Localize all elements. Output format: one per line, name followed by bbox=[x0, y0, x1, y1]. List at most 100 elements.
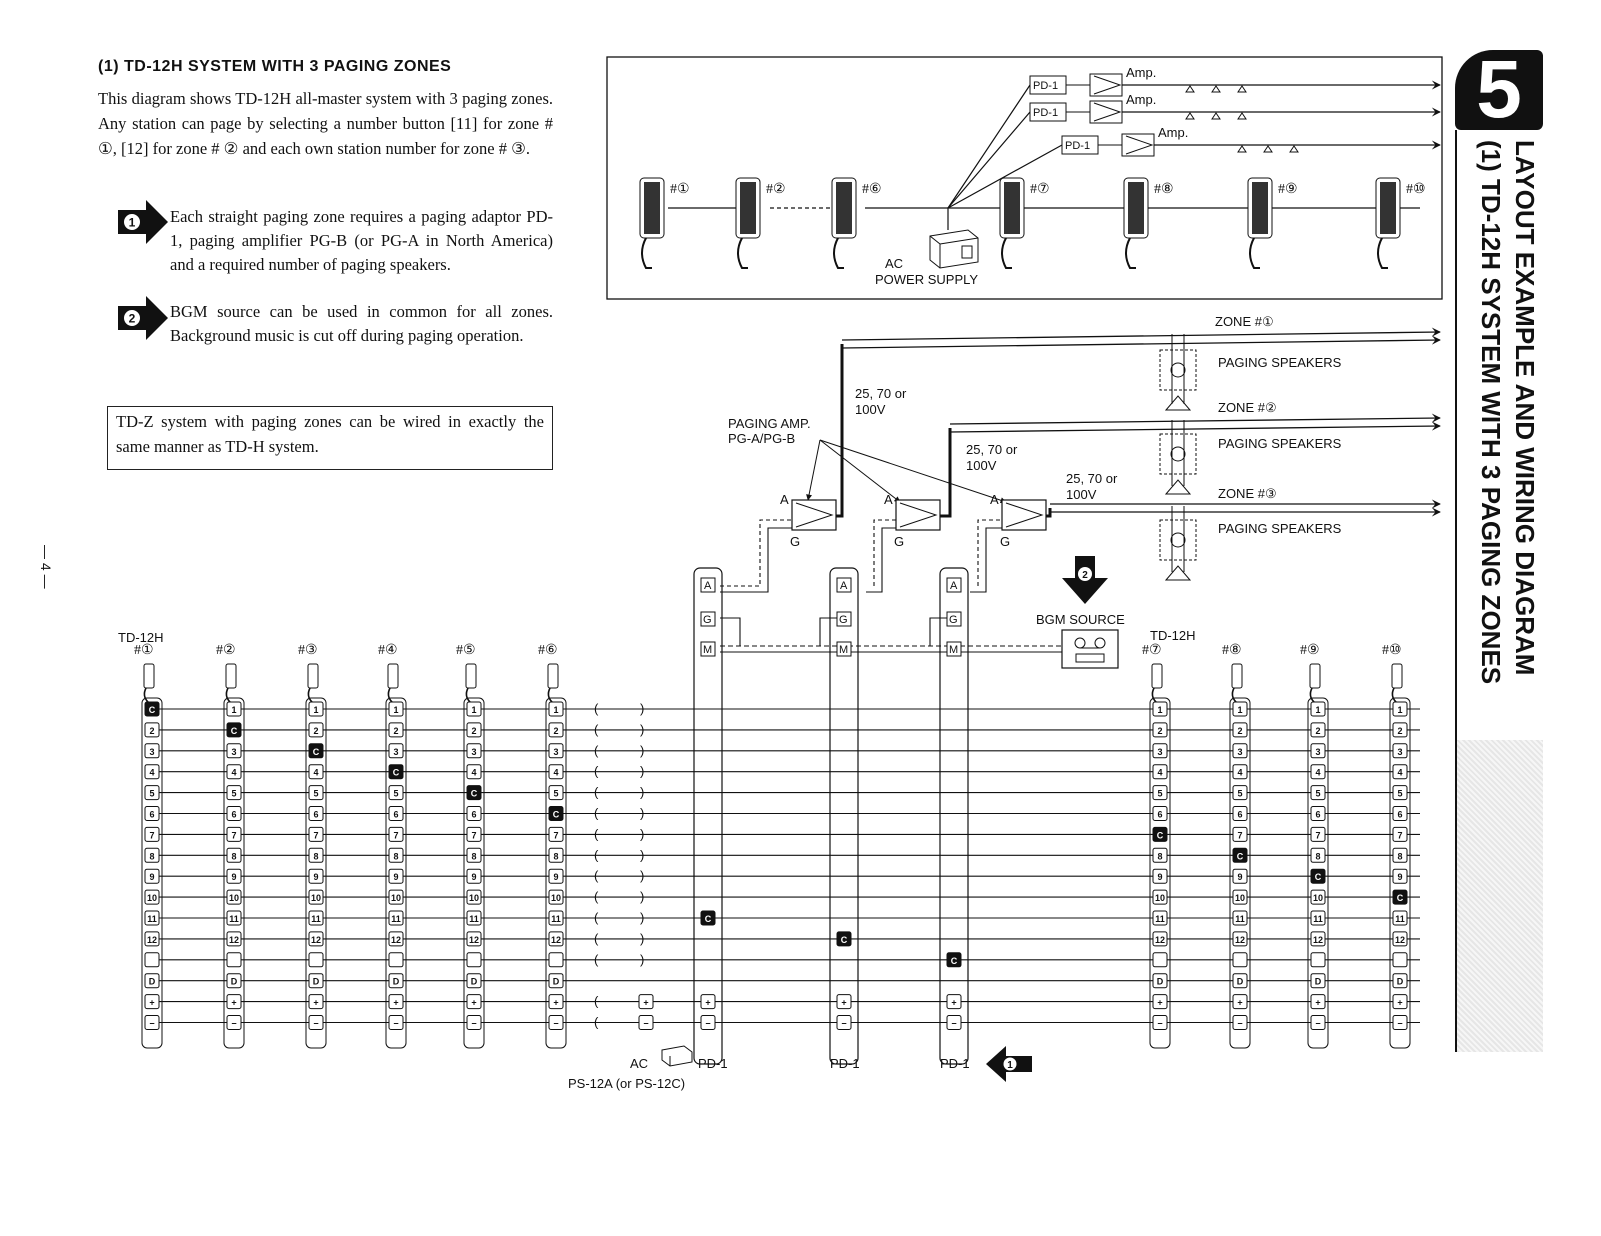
terminal-label: D bbox=[313, 977, 320, 987]
terminal-label: 4 bbox=[313, 768, 318, 778]
handset-cord-icon bbox=[547, 687, 553, 703]
terminal-box bbox=[144, 806, 160, 821]
paging-amp-1: A G bbox=[780, 492, 837, 549]
pd-1-col-1-label: PD-1 bbox=[698, 1056, 728, 1071]
terminal-label: 3 bbox=[553, 747, 558, 757]
overview-station-label-3: #⑥ bbox=[862, 182, 882, 197]
terminal-box bbox=[1232, 952, 1248, 968]
handset-cord-icon bbox=[465, 687, 471, 703]
terminal-box bbox=[1392, 806, 1408, 821]
terminal-label: 2 bbox=[1237, 726, 1242, 736]
terminal-box bbox=[1152, 973, 1168, 989]
terminal-box bbox=[466, 806, 482, 821]
overview-station-label-4: #⑦ bbox=[1030, 182, 1050, 197]
bgm-badge-number: 2 bbox=[1082, 570, 1088, 581]
terminal-box bbox=[226, 973, 242, 989]
terminal-box bbox=[226, 826, 242, 842]
pd-1-col-2-terminal-g: G bbox=[839, 614, 848, 626]
overview-station-label-1: #① bbox=[670, 182, 690, 197]
terminal-box bbox=[388, 764, 404, 780]
handset-cord-icon bbox=[1391, 687, 1397, 703]
terminal-label: 11 bbox=[1235, 914, 1245, 924]
paging-amp-3-terminal-a: A bbox=[990, 492, 999, 507]
paging-amp-2-terminal-g: G bbox=[894, 534, 904, 549]
pd-1-column-1: A G M PD-1 bbox=[693, 567, 728, 1071]
terminal-box bbox=[466, 868, 482, 884]
terminal-label: − bbox=[1315, 1019, 1320, 1029]
wire-bracket: ( bbox=[594, 722, 599, 737]
terminal-label: 3 bbox=[471, 747, 476, 757]
handset-cord-icon bbox=[143, 687, 149, 703]
terminal-label: 12 bbox=[1395, 935, 1405, 945]
terminal-label: 11 bbox=[229, 914, 239, 924]
terminal-box bbox=[226, 847, 242, 863]
terminal-label: 10 bbox=[469, 893, 479, 903]
terminal-label: 7 bbox=[393, 830, 398, 840]
terminal-label: 11 bbox=[311, 914, 321, 924]
wire-bracket: ( bbox=[594, 826, 599, 841]
terminal-label: + bbox=[231, 998, 236, 1008]
terminal-box bbox=[1152, 868, 1168, 884]
ps-model-label: PS-12A (or PS-12C) bbox=[568, 1076, 685, 1091]
terminal-label: − bbox=[393, 1019, 398, 1029]
handset-icon bbox=[1231, 663, 1243, 689]
terminal-label: 9 bbox=[313, 872, 318, 882]
pd-1-power-terminal bbox=[700, 994, 716, 1010]
terminal-label: 9 bbox=[149, 872, 154, 882]
terminal-box bbox=[226, 889, 242, 905]
terminal-box bbox=[226, 952, 242, 968]
zone-2-label: ZONE #② bbox=[1218, 400, 1277, 415]
terminal-box bbox=[144, 910, 160, 926]
station-wiring-bus: ()()()()()()()()()()()()()()() bbox=[152, 701, 1420, 1030]
terminal-box bbox=[1310, 1015, 1326, 1030]
terminal-box bbox=[1232, 910, 1248, 926]
terminal-box bbox=[1152, 889, 1168, 905]
terminal-label: 8 bbox=[393, 851, 398, 861]
terminal-box bbox=[308, 994, 324, 1010]
ps-terminal-label: − bbox=[643, 1019, 648, 1029]
wire-bracket: ( bbox=[594, 889, 599, 904]
overview-station-6: #⑨ bbox=[1247, 177, 1298, 269]
terminal-box bbox=[1232, 722, 1248, 738]
terminal-label: + bbox=[1315, 998, 1320, 1008]
terminal-label: 12 bbox=[391, 935, 401, 945]
terminal-box bbox=[1310, 701, 1326, 717]
wire-bracket: ( bbox=[594, 764, 599, 779]
terminal-box bbox=[548, 952, 564, 968]
note-1-badge-number: 1 bbox=[129, 216, 136, 230]
terminal-label: 7 bbox=[313, 830, 318, 840]
overview-zone-row-2: PD-1 Amp. bbox=[1029, 92, 1441, 124]
terminal-box bbox=[1392, 764, 1408, 780]
pd-1-col-1-terminal-a: A bbox=[704, 580, 712, 592]
pd-1-power-label: − bbox=[705, 1019, 710, 1029]
terminal-box bbox=[308, 931, 324, 947]
wire-bracket: ( bbox=[594, 806, 599, 821]
chapter-title-line-2: (1) TD-12H SYSTEM WITH 3 PAGING ZONES bbox=[1476, 140, 1506, 685]
terminal-box bbox=[226, 764, 242, 780]
terminal-box bbox=[226, 994, 242, 1010]
terminal-box bbox=[548, 722, 564, 738]
overview-amp-box-1 bbox=[1089, 73, 1123, 97]
terminal-box bbox=[466, 889, 482, 905]
pd-1-power-label: + bbox=[951, 998, 956, 1008]
wire-bracket: ) bbox=[640, 806, 644, 821]
paging-amp-2-terminal-a: A bbox=[884, 492, 893, 507]
terminal-label: − bbox=[471, 1019, 476, 1029]
right-station-label-4: #⑩ bbox=[1382, 643, 1402, 658]
overview-pd-label-2: PD-1 bbox=[1033, 107, 1058, 119]
terminal-box bbox=[1392, 785, 1408, 801]
terminal-label: 8 bbox=[553, 851, 558, 861]
terminal-label: 5 bbox=[149, 789, 154, 799]
wire-bracket: ) bbox=[640, 701, 644, 716]
terminal-box bbox=[226, 722, 242, 738]
pd-1-col-2-terminal-a: A bbox=[840, 580, 848, 592]
terminal-box bbox=[144, 952, 160, 968]
terminal-strip-frame bbox=[141, 697, 163, 1049]
terminal-strip-frame bbox=[305, 697, 327, 1049]
pd-1-common-terminal bbox=[700, 910, 716, 926]
voltage-label-zone-2-line-1: 25, 70 or bbox=[966, 442, 1018, 457]
terminal-label: 1 bbox=[1397, 705, 1402, 715]
terminal-label: 9 bbox=[1237, 872, 1242, 882]
